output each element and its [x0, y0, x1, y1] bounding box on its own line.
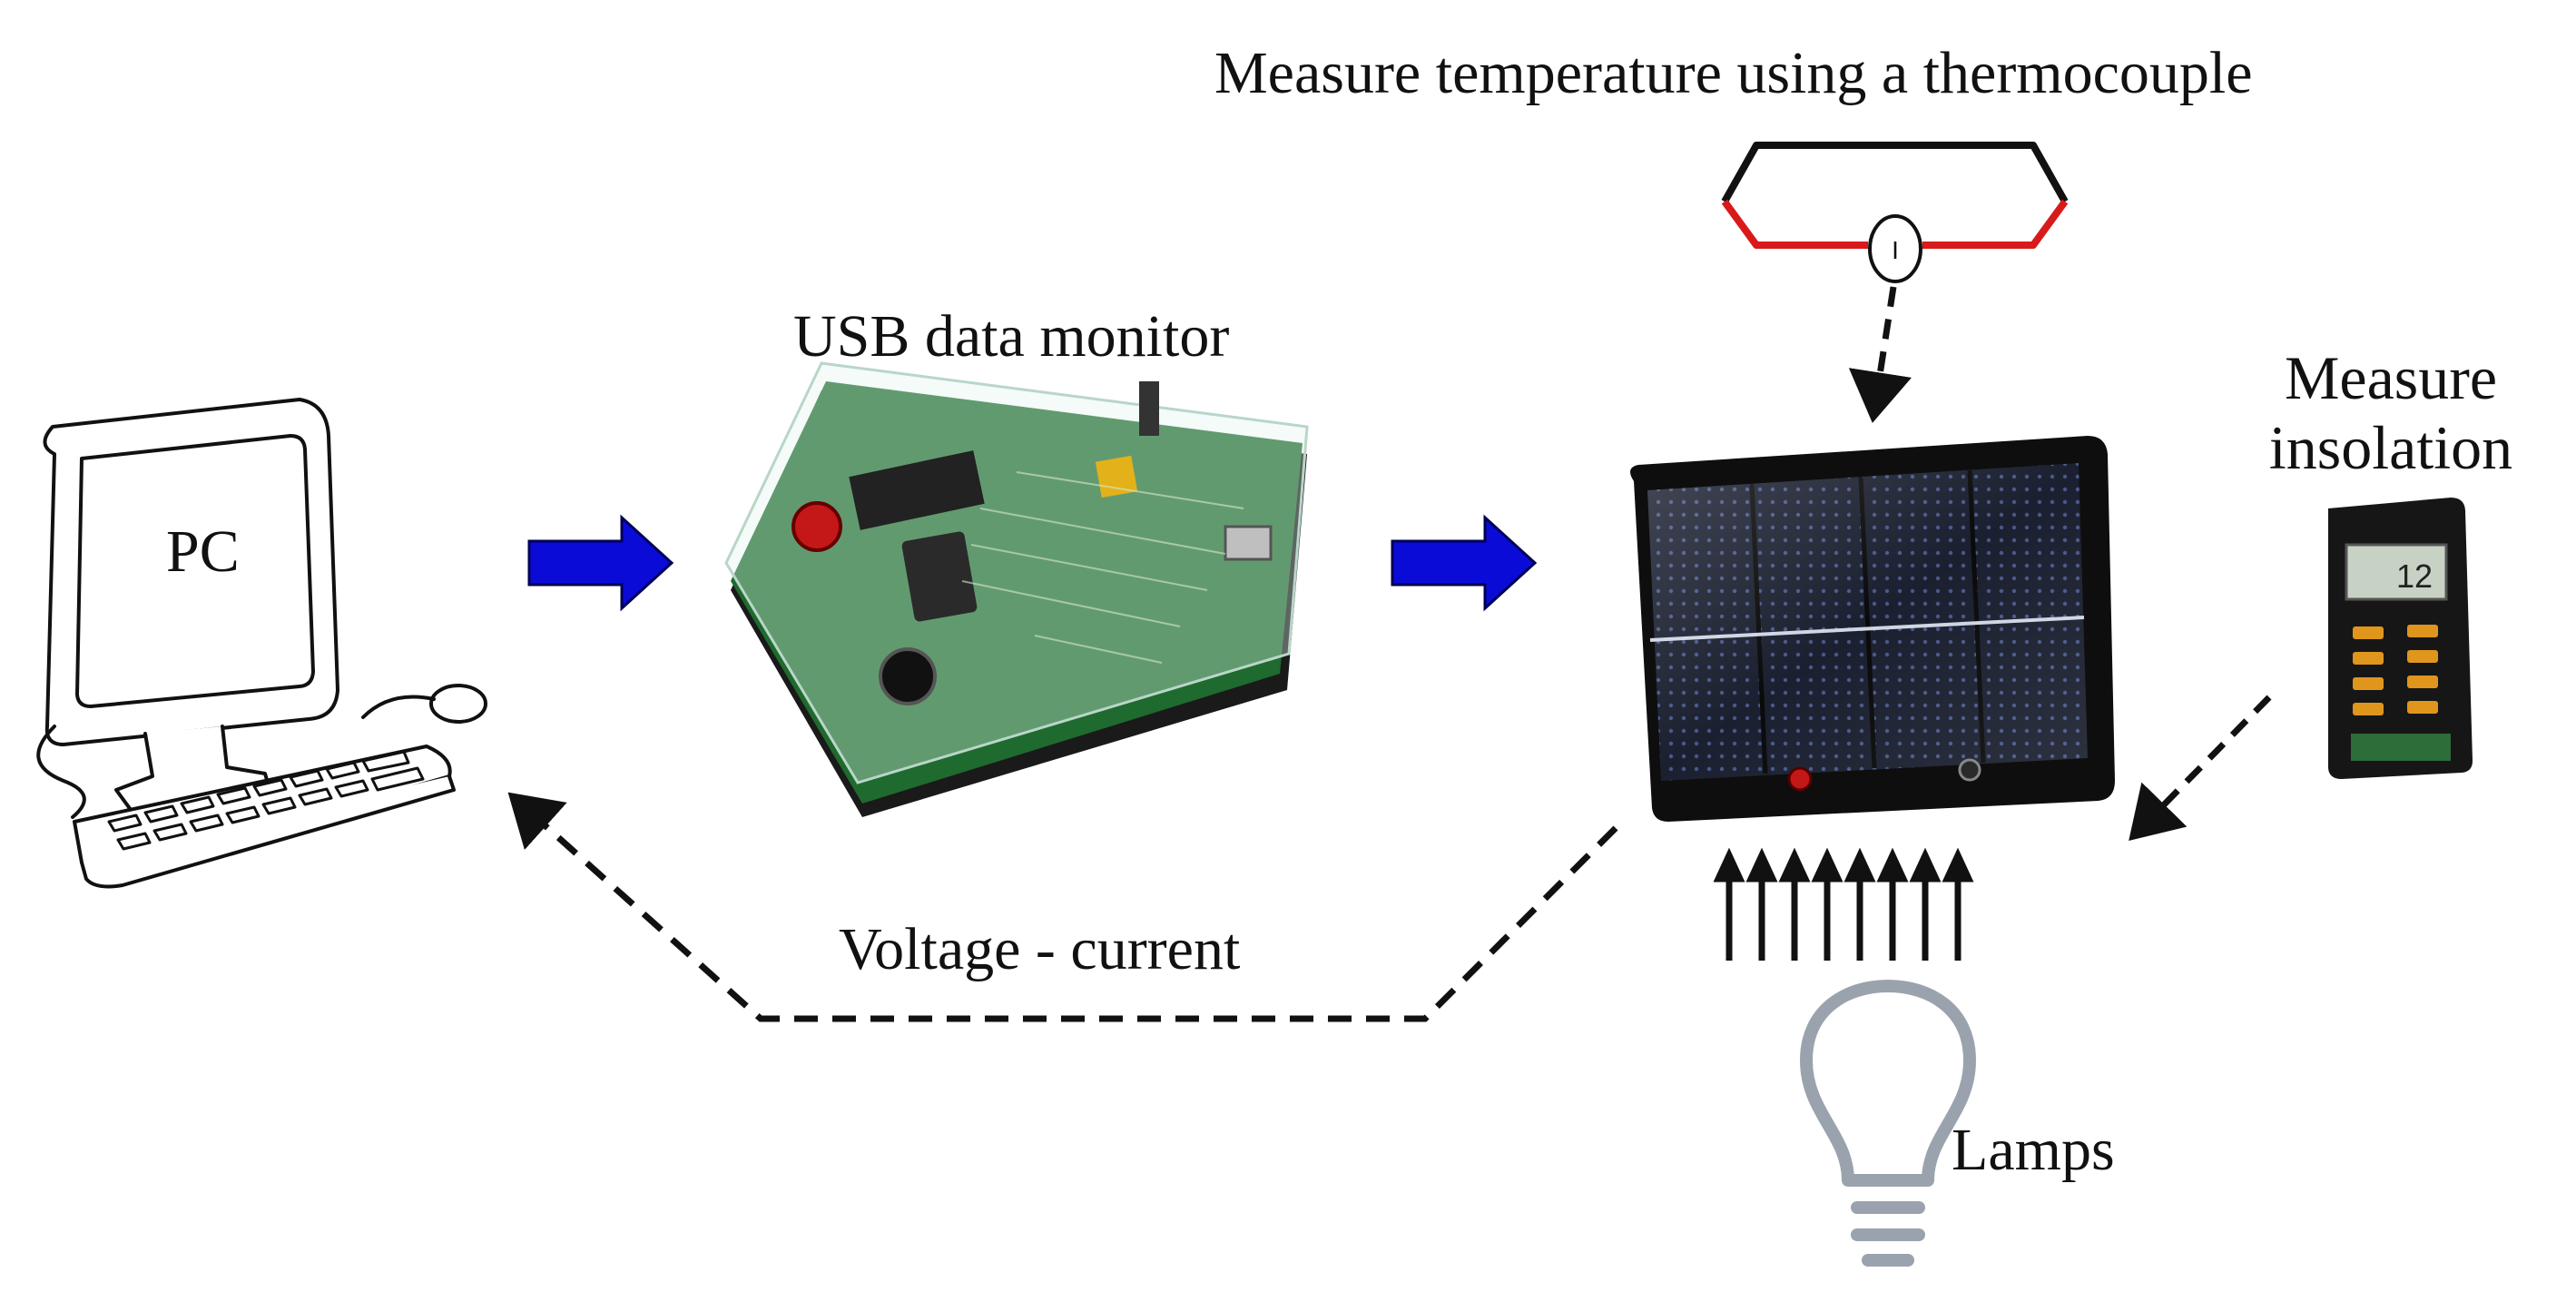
- arrow-panel-to-pc: [507, 792, 1618, 1022]
- pc-monitor-screen: [75, 434, 315, 708]
- thermocouple: [1721, 142, 2069, 283]
- meter-label-plate: [2351, 734, 2451, 761]
- solar-panel: [1630, 436, 2115, 822]
- insolation-meter: [2328, 498, 2473, 779]
- usb-monitor-label: USB data monitor: [793, 303, 1230, 370]
- pc-keyboard-front: [80, 774, 456, 889]
- lamps-label: Lamps: [1952, 1117, 2115, 1183]
- thermocouple-gauge-symbol: I: [1892, 236, 1899, 264]
- solar-panel-black-terminal: [1958, 758, 1981, 782]
- pc-cable: [36, 725, 86, 819]
- thermocouple-wire-top: [1721, 142, 2069, 203]
- board-red-terminal: [791, 501, 842, 552]
- meter-buttons: [2353, 625, 2438, 715]
- usb-data-monitor: [724, 361, 1309, 817]
- insolation-label: Measure insolation: [2255, 343, 2527, 483]
- board-chip: [1095, 455, 1138, 498]
- arrow-meter-to-panel: [2129, 695, 2272, 842]
- pc-mouse: [429, 684, 487, 724]
- arrow-thermocouple-to-panel: [1848, 286, 1912, 423]
- meter-display: [2345, 543, 2448, 601]
- insolation-label-line1: Measure: [2284, 343, 2498, 412]
- board-usb-port: [1224, 525, 1273, 561]
- flow-arrows: [527, 514, 1538, 612]
- pc-keyboard-keys: [107, 750, 425, 851]
- arrow-monitor-to-panel: [1391, 514, 1538, 612]
- insolation-label-line2: insolation: [2268, 412, 2513, 482]
- thermocouple-gauge: [1868, 214, 1922, 283]
- thermocouple-label: Measure temperature using a thermocouple: [1214, 40, 2253, 106]
- light-arrows: [1713, 847, 1974, 961]
- board-socket: [901, 531, 978, 622]
- pc-mouse-cable: [361, 695, 436, 719]
- board-black-terminal: [879, 647, 937, 705]
- pc-computer: [36, 398, 487, 889]
- thermocouple-wire-bottom: [1721, 199, 2069, 249]
- arrow-pc-to-monitor: [527, 514, 674, 612]
- meter-display-reading: 12: [2396, 557, 2433, 595]
- pc-label: PC: [166, 518, 240, 585]
- voltage-current-label: Voltage - current: [839, 916, 1241, 982]
- lamp-bulb-icon: [1800, 980, 1976, 1267]
- board-acrylic: [724, 361, 1309, 784]
- board-post: [1139, 381, 1159, 436]
- solar-panel-red-terminal: [1787, 766, 1813, 792]
- board-connector: [849, 450, 985, 530]
- board-traces: [961, 471, 1244, 664]
